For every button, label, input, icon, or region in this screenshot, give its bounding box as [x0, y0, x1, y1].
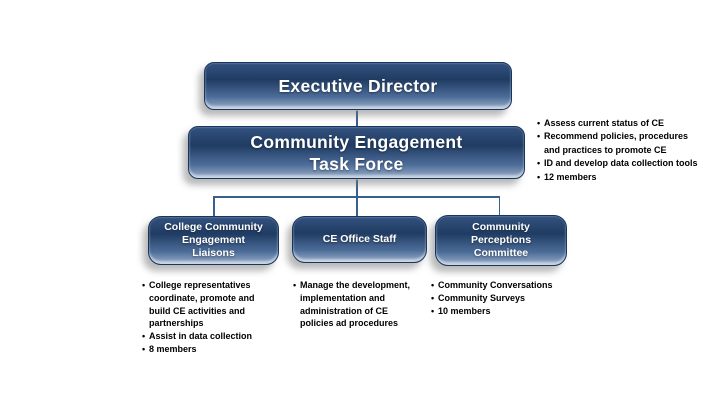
bullet-glyph: • [142, 343, 146, 354]
node-task-force-label: Community Engagement Task Force [250, 131, 463, 174]
bullet-glyph: • [537, 118, 541, 128]
note-item: • 8 members [142, 343, 282, 356]
node-ce-office-staff: CE Office Staff [292, 216, 427, 263]
note-text: Community Conversations [438, 280, 553, 290]
note-item: • Recommend policies, procedures and pra… [537, 130, 719, 157]
notes-office-staff: • Manage the development, implementation… [293, 279, 433, 330]
note-item: • Community Conversations [431, 279, 591, 292]
note-item: • 10 members [431, 305, 591, 318]
node-liaisons-label: College Community Engagement Liaisons [164, 221, 263, 259]
note-text: Manage the development, implementation a… [300, 280, 411, 329]
note-item: • 12 members [537, 171, 719, 184]
note-text: 8 members [149, 343, 197, 354]
bullet-glyph: • [431, 280, 435, 290]
note-item: • ID and develop data collection tools [537, 157, 719, 170]
connector-drop-office-staff [356, 196, 358, 216]
node-perceptions-label: Community Perceptions Committee [470, 221, 532, 259]
note-text: ID and develop data collection tools [544, 158, 698, 169]
notes-liaisons: • College representatives coordinate, pr… [142, 279, 282, 356]
node-college-community-engagement-liaisons: College Community Engagement Liaisons [148, 216, 279, 265]
connector-drop-liaisons [213, 196, 215, 216]
bullet-glyph: • [431, 292, 435, 303]
node-executive-director-label: Executive Director [278, 75, 438, 96]
bullet-glyph: • [537, 131, 541, 142]
note-item: • Manage the development, implementation… [293, 279, 433, 330]
bullet-glyph: • [431, 305, 435, 316]
bullet-glyph: • [142, 331, 146, 342]
notes-task-force: • Assess current status of CE • Recommen… [537, 117, 719, 184]
note-text: 12 members [544, 171, 597, 182]
node-executive-director: Executive Director [204, 62, 512, 110]
connector-exec-to-taskforce [356, 108, 358, 126]
bullet-glyph: • [537, 158, 541, 169]
bullet-glyph: • [293, 280, 297, 290]
note-text: Recommend policies, procedures and pract… [544, 131, 689, 155]
note-item: • College representatives coordinate, pr… [142, 279, 282, 330]
bullet-glyph: • [537, 171, 541, 182]
notes-perceptions-committee: • Community Conversations • Community Su… [431, 279, 591, 317]
note-text: Assess current status of CE [544, 118, 665, 128]
note-item: • Assist in data collection [142, 330, 282, 343]
note-text: Community Surveys [438, 292, 526, 303]
node-office-staff-label: CE Office Staff [322, 233, 397, 245]
note-text: College representatives coordinate, prom… [149, 280, 255, 329]
connector-drop-perceptions [498, 196, 500, 215]
note-item: • Assess current status of CE [537, 117, 719, 130]
note-item: • Community Surveys [431, 292, 591, 305]
note-text: 10 members [438, 305, 491, 316]
bullet-glyph: • [142, 280, 146, 290]
node-community-engagement-task-force: Community Engagement Task Force [188, 126, 525, 179]
connector-taskforce-stem [356, 177, 358, 196]
node-community-perceptions-committee: Community Perceptions Committee [435, 215, 567, 266]
note-text: Assist in data collection [149, 331, 253, 342]
